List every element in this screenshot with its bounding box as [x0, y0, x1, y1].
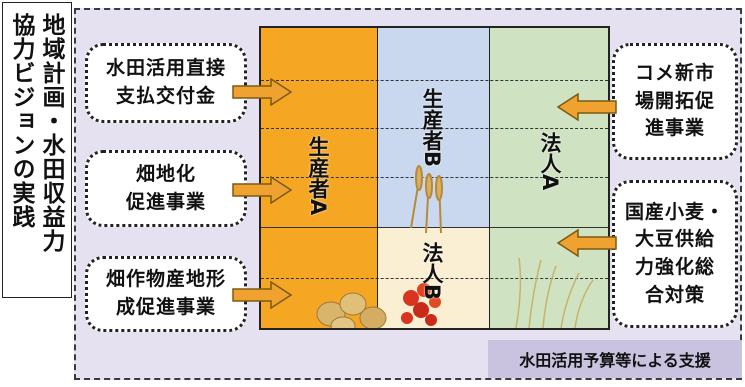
subsidy-box-text: 水田活用直接 支払交付金 — [105, 57, 226, 107]
subsidy-box-wheat-soy: 国産小麦・ 大豆供給 力強化総 合対策 — [612, 180, 738, 328]
subsidy-box-text: 国産小麦・ 大豆供給 力強化総 合対策 — [624, 200, 725, 306]
right-arrow-icon — [232, 176, 293, 204]
grid-divider — [377, 28, 378, 328]
grid-divider — [489, 28, 490, 328]
side-title-line-2: 協力ビジョンの実践 — [8, 13, 34, 229]
rice-illustration — [515, 257, 594, 328]
producer-a-label: 生産者A — [306, 136, 330, 216]
crop-illustration — [316, 165, 594, 328]
subsidy-box-text: 畑作物産地形 成促進事業 — [105, 268, 226, 318]
subsidy-box-field-conversion: 畑地化 促進事業 — [85, 150, 247, 227]
right-arrow-icon — [232, 78, 293, 106]
subsidy-box-text: コメ新市 場開拓促 進事業 — [634, 62, 715, 140]
soybean-illustration — [316, 292, 387, 328]
subsidy-box-rice-market: コメ新市 場開拓促 進事業 — [612, 43, 738, 160]
corp-a-label: 法人A — [538, 132, 562, 191]
side-title-line-1: 地域計画・水田収益力 — [38, 13, 64, 253]
right-arrow-icon — [232, 281, 293, 309]
wheat-illustration — [410, 165, 443, 234]
corp-b-area — [377, 227, 489, 328]
subsidy-box-field-crop: 畑作物産地形 成促進事業 — [85, 256, 247, 332]
corp-b-label: 法人B — [420, 242, 444, 301]
grid-line — [261, 80, 608, 81]
subsidy-box-direct-payment: 水田活用直接 支払交付金 — [85, 43, 247, 123]
left-arrow-icon — [556, 93, 617, 121]
grid-line — [261, 227, 608, 228]
left-arrow-icon — [556, 229, 617, 257]
producer-b-label: 生産者B — [420, 88, 444, 168]
tomato-illustration — [401, 283, 441, 326]
grid-line — [261, 128, 608, 129]
subsidy-box-text: 畑地化 促進事業 — [125, 162, 206, 213]
producer-b-area — [377, 28, 489, 227]
support-label: 水田活用予算等による支援 — [488, 340, 742, 378]
grid-line — [261, 278, 608, 279]
side-title-box: 地域計画・水田収益力 協力ビジョンの実践 — [2, 2, 72, 298]
farmland-grid: 生産者A 生産者B 法人B 法人A — [259, 26, 610, 330]
grid-line — [261, 177, 608, 178]
